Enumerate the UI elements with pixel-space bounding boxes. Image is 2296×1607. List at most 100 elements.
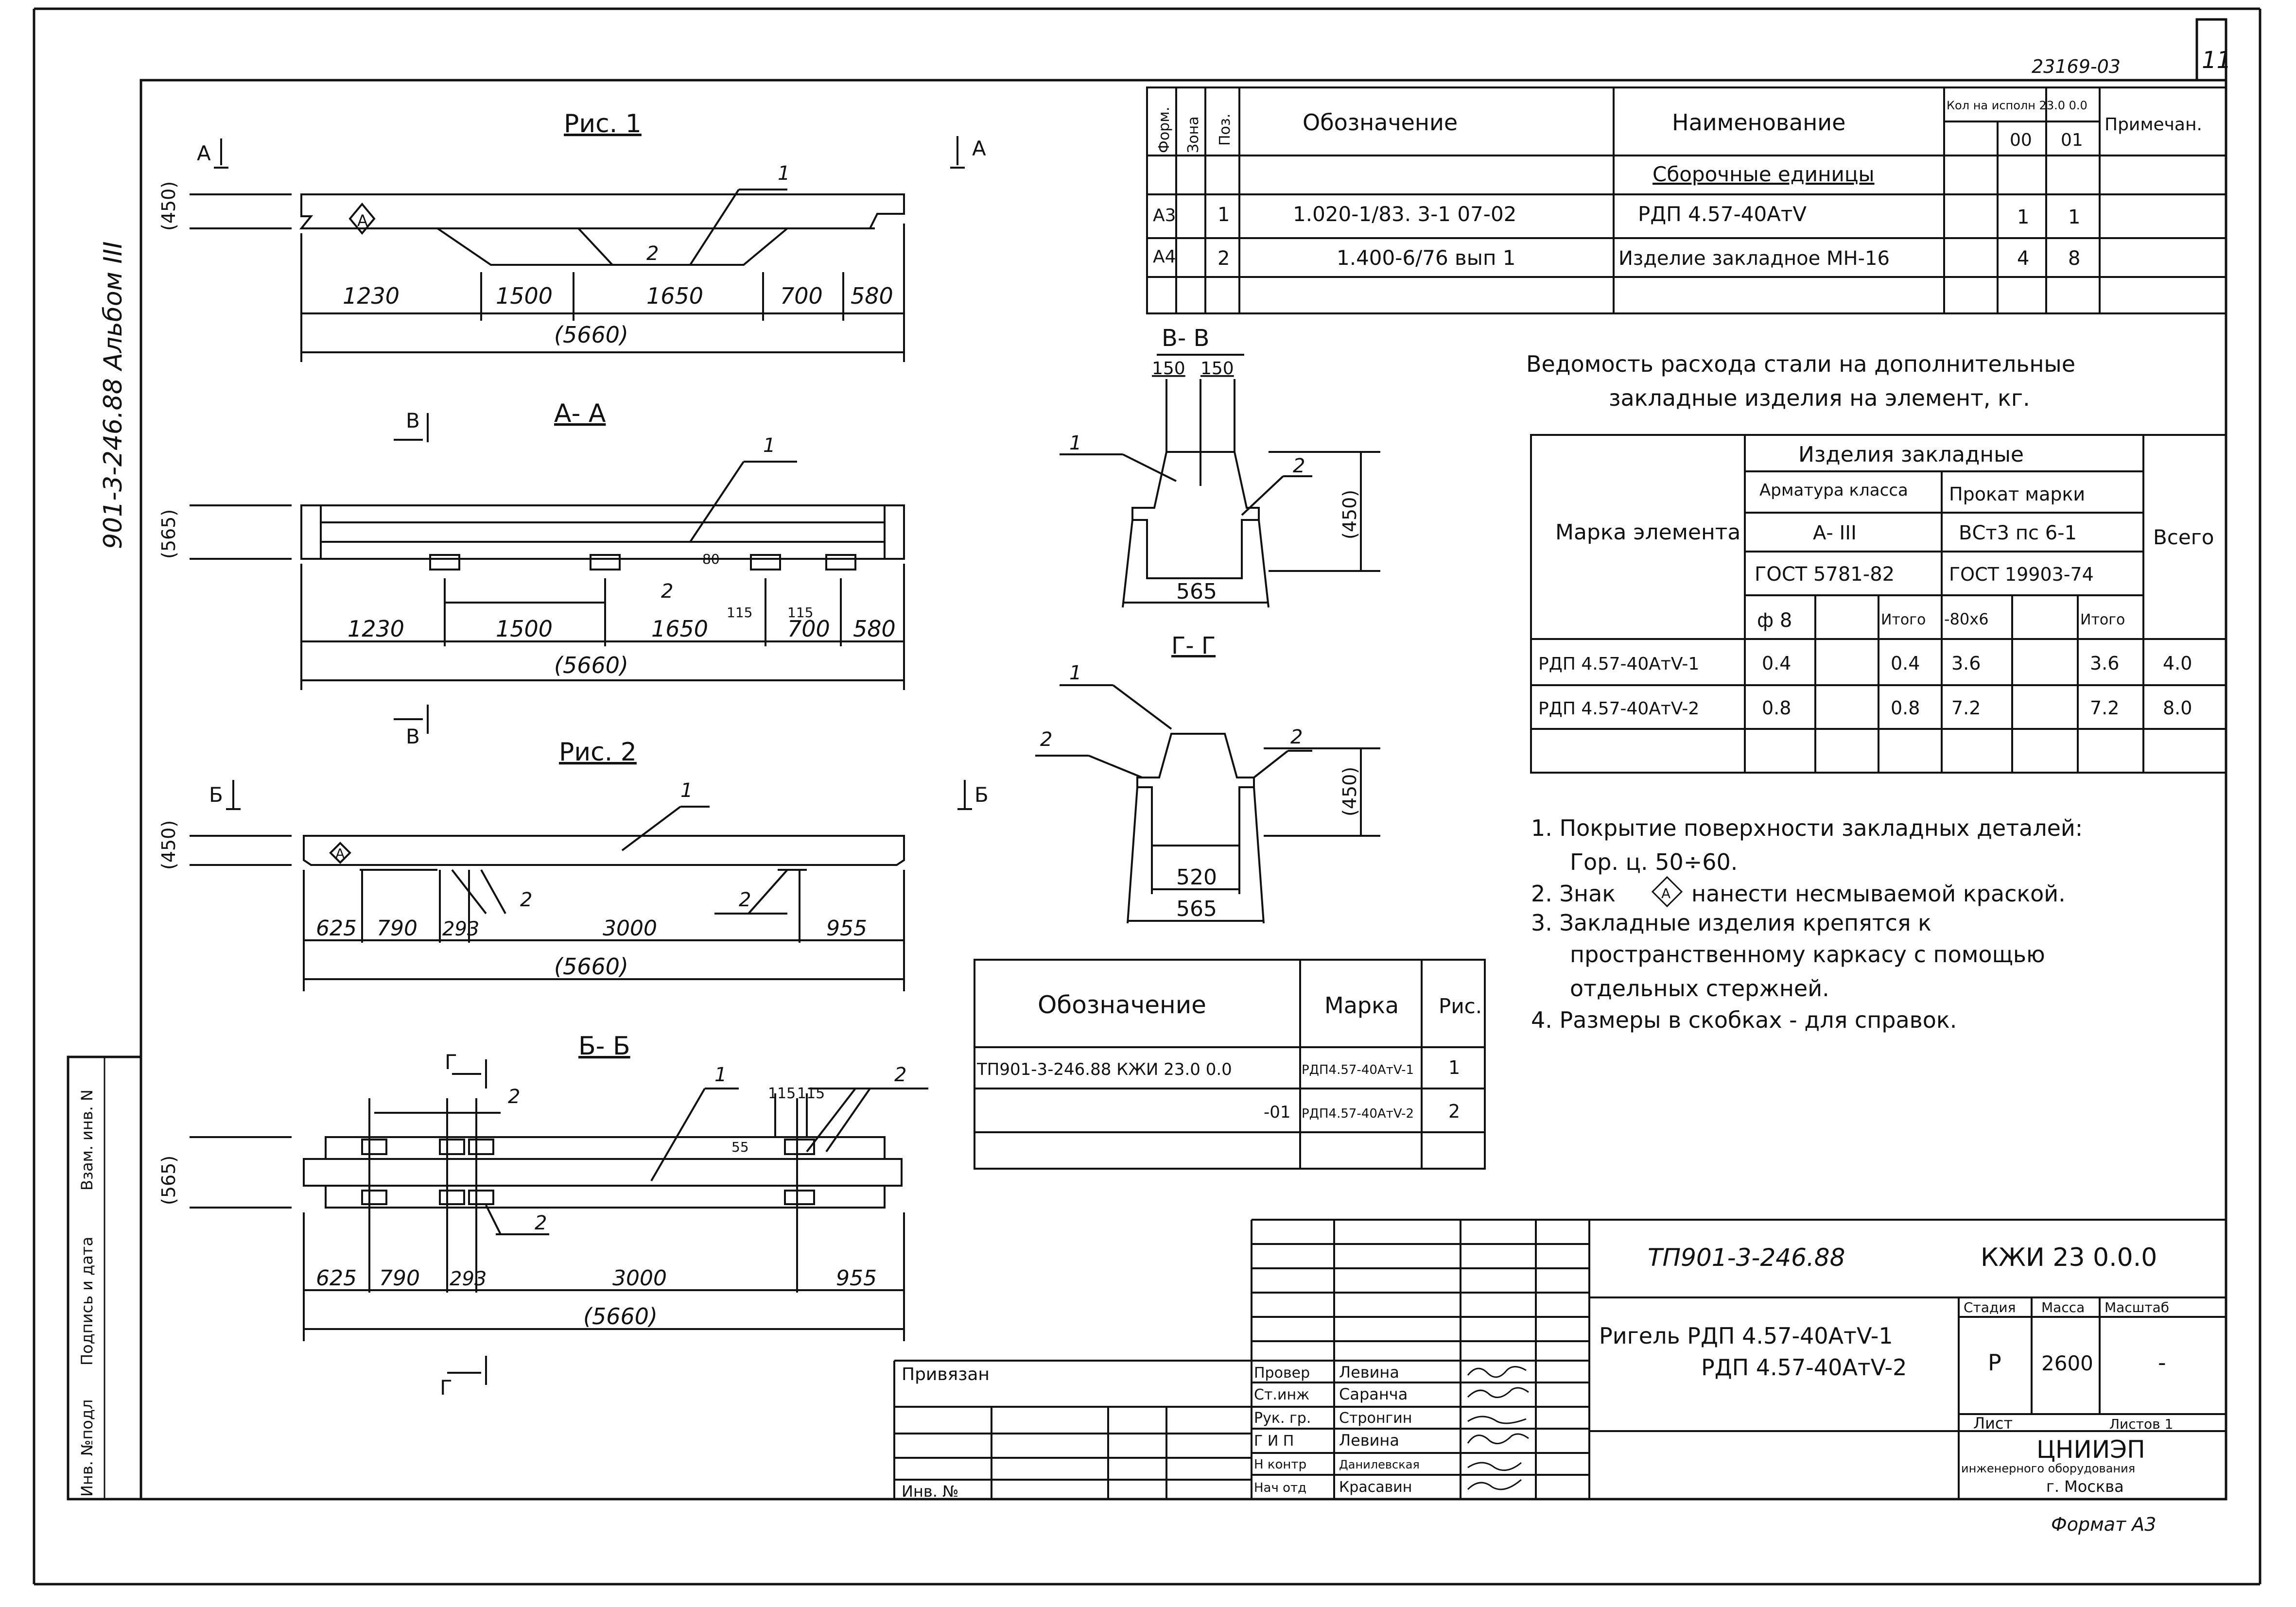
tb-sheets-h: Листов 1 [2109, 1416, 2173, 1432]
tb-org: ЦНИИЭП [2036, 1435, 2145, 1464]
var-row1-mark: РДП4.57-40АтV-1 [1302, 1063, 1414, 1077]
gg-height: (450) [1339, 767, 1360, 816]
spec-h-qty: Кол на исполн 23.0 0.0 [1947, 99, 2087, 112]
tb-stage: Р [1988, 1349, 2001, 1376]
bb-callout-2a: 2 [508, 1086, 520, 1108]
gg-inner: 520 [1176, 865, 1217, 890]
figure-1: Рис. 1 А А 1 2 А (450) 1230 1500 1650 70… [158, 109, 986, 362]
steel-title-2: закладные изделия на элемент, кг. [1609, 385, 2030, 411]
spec-h-format: Форм. [1156, 107, 1173, 153]
steel-group: Изделия закладные [1798, 442, 2024, 467]
bb-callout-2c: 2 [535, 1212, 547, 1234]
variants-table: Обозначение Марка Рис. ТП901-3-246.88 КЖ… [974, 959, 1486, 1170]
fig2-callout-2b: 2 [739, 889, 751, 911]
bb-dim-3: 293 [450, 1268, 487, 1290]
tb-sheet-h: Лист [1973, 1414, 2013, 1433]
spec-row2-name: Изделие закладное МН-16 [1618, 247, 1890, 270]
bb-cut-top: Г [445, 1050, 457, 1074]
aa-dim-3: 1650 [651, 616, 708, 642]
var-h-mark: Марка [1324, 992, 1399, 1019]
tb-org2: инженерного оборудования [1961, 1462, 2135, 1475]
bb-small-55: 55 [731, 1139, 749, 1155]
tb-name-1: Ригель РДП 4.57-40АтV-1 [1599, 1323, 1893, 1349]
bb-total: (5660) [583, 1303, 658, 1330]
fig2-dim-5: 955 [826, 916, 867, 941]
sheet-format: Формат А3 [2051, 1514, 2156, 1535]
specification-table: Форм. Зона Поз. Обозначение Наименование… [1146, 86, 2227, 314]
note-4: 4. Размеры в скобках - для справок. [1531, 1007, 1957, 1033]
bb-dim-5: 955 [836, 1266, 877, 1291]
steel-row1-it2: 3.6 [2090, 653, 2119, 674]
vv-top-dim-2: 150 [1200, 359, 1234, 379]
fig2-dim-3: 293 [442, 918, 479, 940]
steel-consumption: Ведомость расхода стали на дополнительны… [1526, 351, 2227, 774]
spec-row1-designation: 1.020-1/83. 3-1 07-02 [1293, 202, 1516, 226]
spec-row2-designation: 1.400-6/76 вып 1 [1337, 246, 1516, 270]
tb-name-2: РДП 4.57-40АтV-2 [1701, 1354, 1907, 1381]
tb-person-3: Стронгин [1339, 1410, 1412, 1427]
bb-dim-4: 3000 [612, 1266, 667, 1291]
fig1-cut-right: А [972, 137, 986, 160]
aa-dim-1: 1230 [348, 616, 404, 642]
aa-title: А- А [554, 399, 606, 428]
spec-row1-q01: 1 [2068, 206, 2080, 228]
tb-inv: Инв. № [902, 1482, 958, 1501]
steel-title-1: Ведомость расхода стали на дополнительны… [1526, 351, 2075, 377]
fig2-height: (450) [158, 820, 179, 870]
var-row1-fig: 1 [1448, 1057, 1460, 1078]
fig2-callout-2a: 2 [520, 889, 532, 911]
steel-row2-mark: РДП 4.57-40АтV-2 [1538, 699, 1699, 719]
vv-callout-1: 1 [1069, 432, 1081, 454]
tb-city: г. Москва [2046, 1477, 2124, 1496]
steel-row1-pl: 3.6 [1951, 653, 1981, 674]
fig2-dim-4: 3000 [603, 916, 657, 941]
spec-row2-q01: 8 [2068, 247, 2080, 270]
tb-role-3: Рук. гр. [1254, 1410, 1311, 1427]
fig2-dim-2: 790 [377, 916, 417, 941]
spec-h-zone: Зона [1185, 116, 1202, 153]
fig2-mark-symbol: А [335, 846, 345, 862]
bb-small-115b: 115 [797, 1085, 825, 1102]
spec-h-pos: Поз. [1217, 114, 1234, 146]
tb-scale-h: Масштаб [2105, 1299, 2169, 1315]
tb-role-6: Нач отд [1254, 1481, 1306, 1495]
fig1-mark-symbol: А [357, 211, 368, 230]
fig1-dim-1: 1230 [343, 283, 400, 309]
section-v-v: В- В 150 150 1 2 (450) 565 [1060, 325, 1380, 608]
tb-person-6: Красавин [1339, 1479, 1412, 1496]
aa-total: (5660) [554, 652, 628, 678]
signatures [1467, 1366, 1529, 1490]
var-h-designation: Обозначение [1038, 991, 1206, 1019]
spec-section: Сборочные единицы [1652, 162, 1875, 186]
tb-stage-h: Стадия [1964, 1299, 2016, 1315]
tb-role-5: Н контр [1254, 1457, 1306, 1472]
strip-vzam: Взам. инв. N [78, 1089, 96, 1191]
steel-row1-it1: 0.4 [1891, 653, 1920, 674]
strip-signature: Подпись и дата [78, 1237, 96, 1365]
vv-title: В- В [1162, 325, 1209, 352]
tb-privyazan: Привязан [902, 1365, 990, 1384]
tb-person-2: Саранча [1339, 1385, 1408, 1403]
gg-callout-2b: 2 [1290, 726, 1303, 748]
bb-callout-1: 1 [714, 1064, 727, 1086]
steel-row2-tot: 8.0 [2163, 697, 2192, 719]
spec-h-exec-01: 01 [2061, 130, 2083, 150]
aa-small-115a: 115 [727, 605, 752, 621]
steel-arm-class: А- III [1813, 522, 1857, 544]
steel-row2-pl: 7.2 [1951, 697, 1981, 719]
bb-callout-2b: 2 [894, 1064, 906, 1086]
spec-h-exec-00: 00 [2010, 130, 2032, 150]
strip-inv-podl: Инв. №подл [78, 1400, 96, 1497]
sheet-number: 11 [2202, 47, 2231, 74]
fig1-total: (5660) [554, 322, 628, 348]
figure-2: Рис. 2 Б Б 1 2 2 А (450) 625 790 293 300… [158, 738, 989, 991]
aa-dim-5: 580 [853, 616, 896, 642]
aa-small-80: 80 [702, 551, 720, 567]
tb-mass: 2600 [2041, 1351, 2093, 1375]
aa-callout-1: 1 [763, 434, 775, 457]
aa-cut-bottom: В [406, 725, 420, 748]
tb-person-5: Данилевская [1339, 1458, 1420, 1471]
vv-height: (450) [1339, 490, 1360, 539]
section-g-g: Г- Г 1 2 2 (450) 520 565 [1035, 632, 1380, 924]
